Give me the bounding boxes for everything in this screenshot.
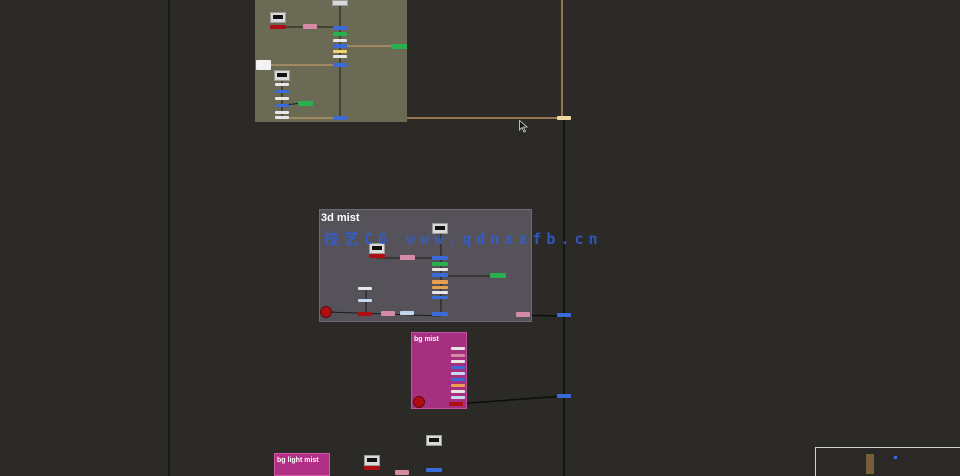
- bg-read-out[interactable]: [449, 402, 463, 406]
- mist-stack-2[interactable]: [432, 291, 448, 294]
- top-blur-right[interactable]: [391, 44, 407, 49]
- top-stack-6[interactable]: [275, 116, 289, 119]
- mist-left-stack-1[interactable]: [358, 287, 372, 290]
- bg-stack-6[interactable]: [451, 378, 465, 381]
- bottom-backdrop-label: bg light mist: [277, 457, 319, 464]
- mouse-cursor-icon: [519, 120, 529, 133]
- mist-blur-right[interactable]: [490, 273, 506, 278]
- mist-backdrop[interactable]: 3d mist: [319, 209, 532, 322]
- mist-left-stack-2[interactable]: [358, 299, 372, 302]
- top-grade-2[interactable]: [333, 39, 347, 42]
- mist-blur-1[interactable]: [432, 262, 448, 266]
- mist-orange-2[interactable]: [432, 286, 448, 289]
- top-white-node[interactable]: [256, 60, 271, 70]
- mist-read-small[interactable]: [369, 254, 385, 258]
- bg-stack-9[interactable]: [451, 396, 465, 399]
- minimap-node-cluster: [866, 454, 874, 474]
- top-stack-2[interactable]: [275, 90, 289, 93]
- bottom-viewer-node-1[interactable]: [426, 435, 442, 446]
- top-stack-1[interactable]: [275, 83, 289, 86]
- top-blur-2[interactable]: [298, 101, 313, 106]
- mist-viewer-node-2[interactable]: [369, 243, 385, 254]
- navigator-minimap[interactable]: [815, 447, 960, 476]
- bg-stack-1[interactable]: [451, 347, 465, 350]
- mist-stack-1[interactable]: [432, 268, 448, 271]
- bg-pipe-merge[interactable]: [557, 394, 571, 398]
- watermark-text: 技艺CG www.qdnxxfb.cn: [324, 230, 603, 248]
- mist-read-node[interactable]: [320, 306, 332, 318]
- bottom-backdrop[interactable]: bg light mist: [274, 453, 330, 476]
- mist-grade-bottom[interactable]: [381, 311, 395, 316]
- bg-output-wire: [455, 395, 565, 405]
- mist-grade-out[interactable]: [516, 312, 530, 317]
- top-viewer-node-2[interactable]: [270, 12, 286, 23]
- bg-stack-5[interactable]: [451, 372, 465, 375]
- bottom-read-small[interactable]: [364, 466, 380, 470]
- mist-merge-2[interactable]: [432, 273, 448, 277]
- top-viewer-node-3[interactable]: [274, 70, 290, 81]
- top-grade-3[interactable]: [333, 50, 347, 53]
- mist-viewer-node-1[interactable]: [432, 223, 448, 234]
- minimap-node-dot: [894, 456, 897, 459]
- top-blur-1[interactable]: [333, 32, 347, 36]
- mist-stack-bottom[interactable]: [400, 311, 414, 315]
- top-read-small[interactable]: [270, 25, 286, 29]
- top-merge-3[interactable]: [333, 63, 347, 67]
- top-merge-2[interactable]: [333, 44, 347, 48]
- bg-stack-3[interactable]: [451, 360, 465, 363]
- mist-group-wires: [326, 230, 498, 317]
- top-stack-4[interactable]: [275, 104, 289, 107]
- top-stack-5[interactable]: [275, 111, 289, 114]
- top-merge-1[interactable]: [333, 26, 347, 30]
- mist-backdrop-label: 3d mist: [321, 212, 360, 224]
- bottom-grade[interactable]: [395, 470, 409, 475]
- bg-backdrop-label: bg mist: [414, 336, 439, 343]
- bg-stack-8[interactable]: [451, 390, 465, 393]
- top-merge-bottom[interactable]: [333, 116, 347, 120]
- mist-read-out[interactable]: [358, 312, 372, 316]
- top-viewer-node-1[interactable]: [332, 0, 348, 6]
- bg-read-node[interactable]: [413, 396, 425, 408]
- top-grade-4[interactable]: [333, 55, 347, 58]
- bottom-merge[interactable]: [426, 468, 442, 472]
- mist-merge-4[interactable]: [432, 312, 448, 316]
- top-stack-3[interactable]: [275, 97, 289, 100]
- mist-pipe-merge[interactable]: [557, 313, 571, 317]
- mist-merge-3[interactable]: [432, 296, 448, 299]
- bg-stack-7[interactable]: [451, 384, 465, 387]
- selected-dot-node[interactable]: [557, 116, 571, 120]
- mist-orange-1[interactable]: [432, 280, 448, 284]
- top-grade-node[interactable]: [303, 24, 317, 29]
- bg-stack-2[interactable]: [451, 354, 465, 357]
- bg-stack-4[interactable]: [451, 366, 465, 369]
- bottom-viewer-node-2[interactable]: [364, 455, 380, 466]
- mist-grade-node[interactable]: [400, 255, 415, 260]
- mist-merge-1[interactable]: [432, 256, 448, 260]
